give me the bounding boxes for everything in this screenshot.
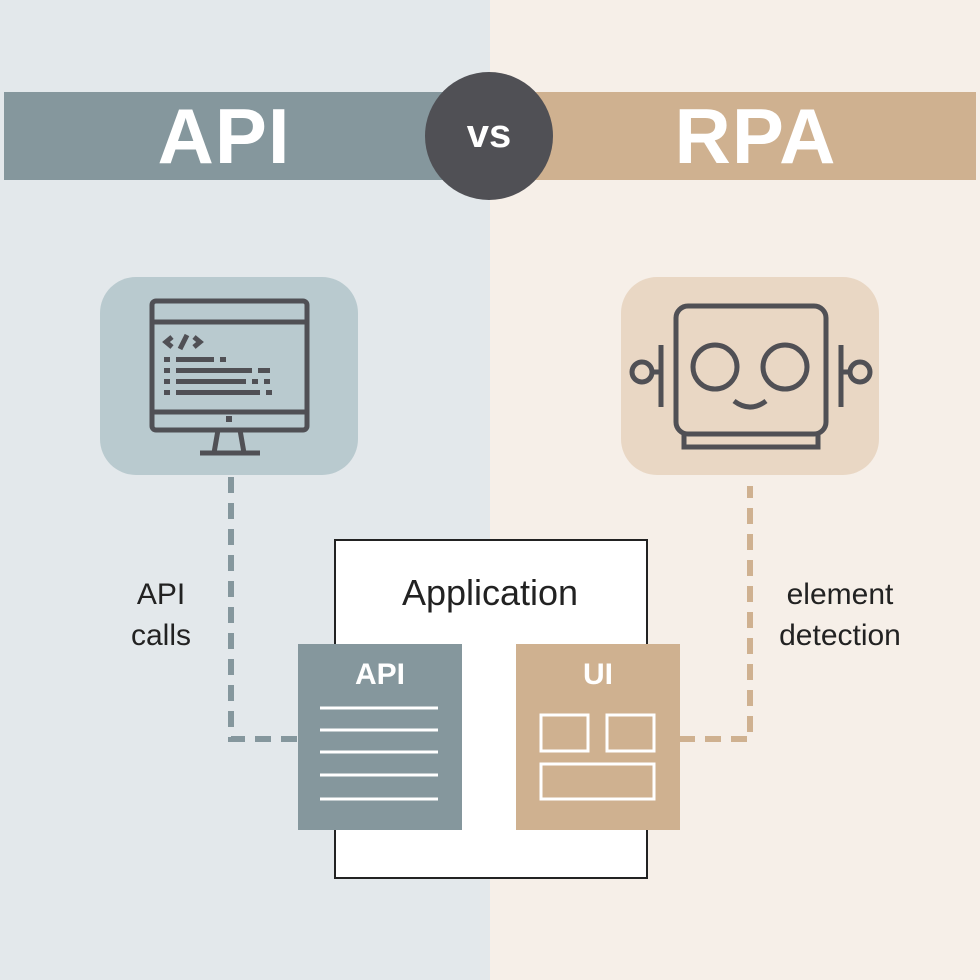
ui-panel: UI [516,644,680,830]
document-lines-icon [320,706,438,801]
api-panel: API [298,644,462,830]
vs-badge: vs [425,72,553,200]
element-detection-label: element detection [779,578,901,652]
computer-code-icon [149,298,310,456]
api-icon-tile [100,277,358,475]
api-panel-label: API [354,658,405,691]
ui-panel-label: UI [583,658,613,691]
application-title: Application [401,572,579,613]
rpa-title: RPA [674,92,837,180]
api-title: API [157,92,291,180]
api-calls-connector [228,477,298,742]
robot-icon [629,303,873,450]
api-calls-label: API calls [130,578,191,652]
api-title-banner: API [4,92,444,180]
vs-label: vs [466,112,512,156]
rpa-icon-tile [621,277,879,475]
element-detection-connector [679,486,753,742]
ui-layout-icon [539,713,656,801]
rpa-title-banner: RPA [535,92,976,180]
